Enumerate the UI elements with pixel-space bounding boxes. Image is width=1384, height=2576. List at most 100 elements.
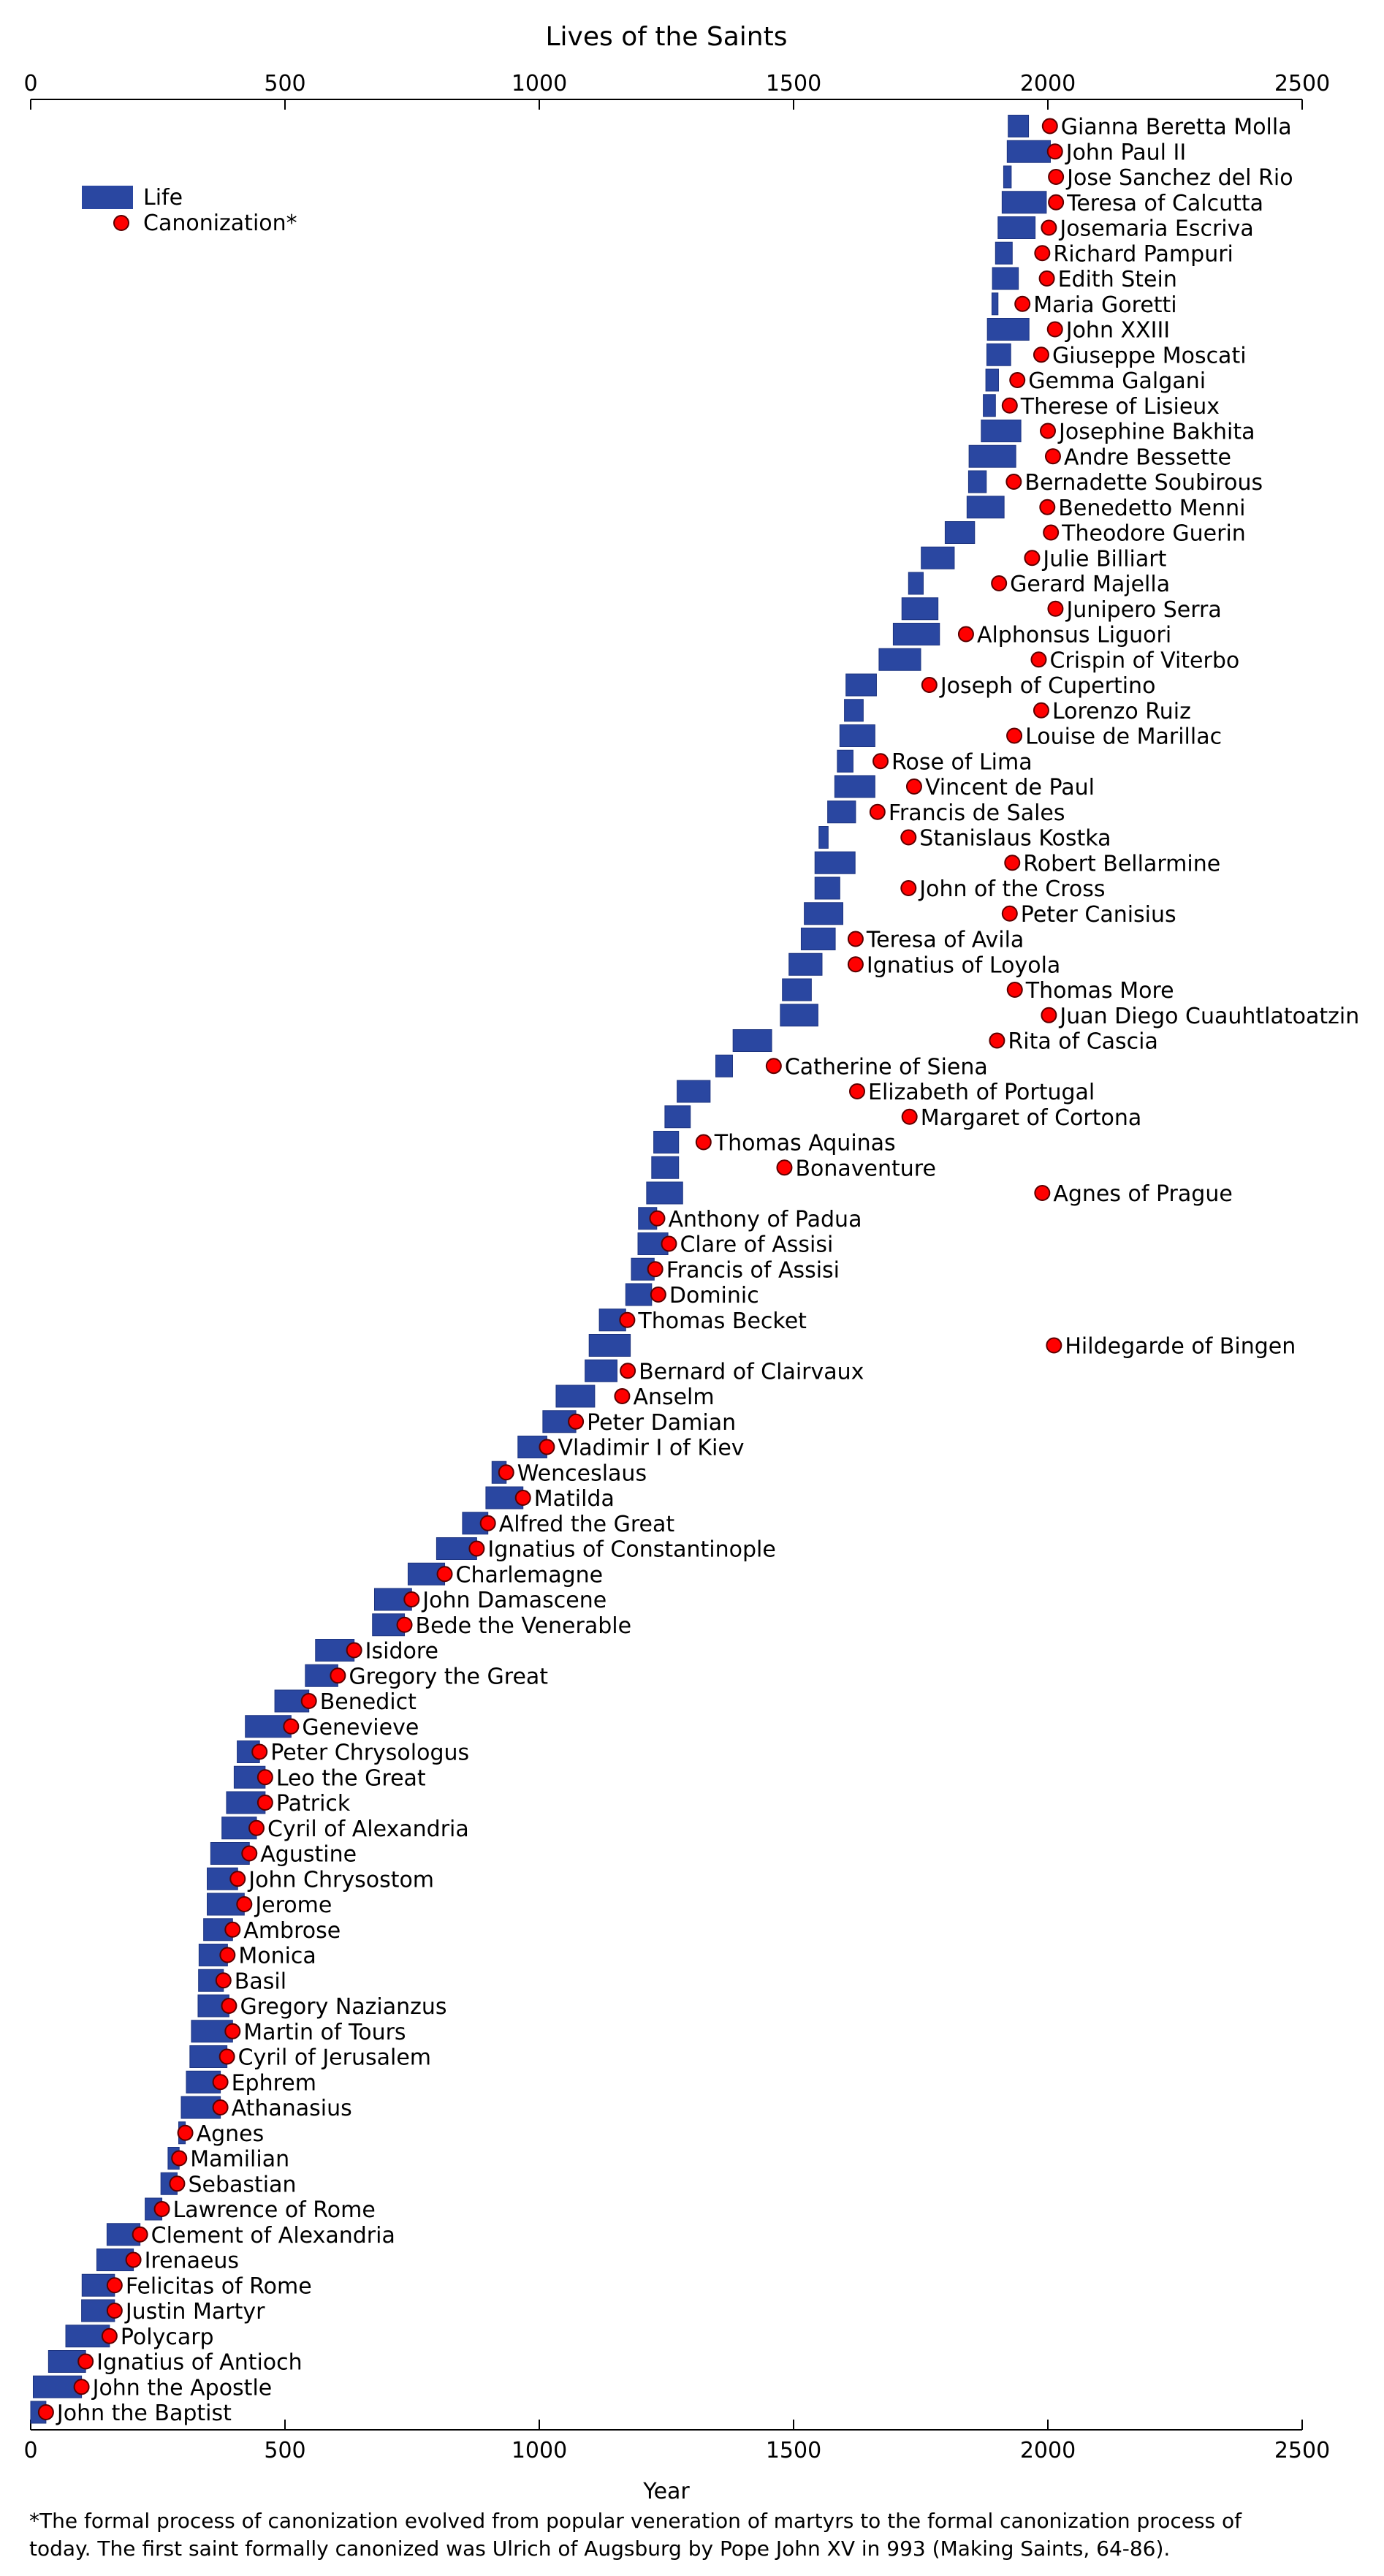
canonization-marker <box>989 1032 1005 1049</box>
saint-label: Bede the Venerable <box>416 1613 632 1639</box>
canonization-marker <box>346 1642 362 1659</box>
saint-label: Charlemagne <box>456 1562 604 1588</box>
saint-label: Felicitas of Rome <box>126 2273 312 2299</box>
life-bar <box>827 800 856 824</box>
canonization-marker <box>468 1540 485 1557</box>
legend-canonization-marker <box>113 215 129 231</box>
canonization-marker <box>403 1591 420 1607</box>
bottom-tick-label: 1000 <box>512 2438 567 2463</box>
canonization-marker <box>1039 499 1056 515</box>
canonization-marker <box>283 1718 300 1735</box>
top-tick-label: 2000 <box>1020 71 1076 96</box>
canonization-marker <box>647 1261 664 1278</box>
canonization-marker <box>869 803 886 820</box>
life-bar <box>638 1207 658 1230</box>
saint-label: Thomas Becket <box>637 1308 807 1334</box>
legend-life-swatch <box>82 186 133 209</box>
saint-label: Thomas Aquinas <box>714 1131 896 1156</box>
life-bar <box>197 1994 229 2018</box>
canonization-marker <box>872 753 889 770</box>
canonization-marker <box>1006 982 1023 998</box>
saint-label: Gerard Majella <box>1010 572 1170 597</box>
canonization-marker <box>1033 346 1049 363</box>
life-bars <box>30 115 1051 2424</box>
legend-life-label: Life <box>143 185 183 211</box>
life-bar <box>677 1080 711 1103</box>
life-bar <box>653 1131 680 1153</box>
canonization-marker <box>1001 905 1018 922</box>
life-bar <box>981 420 1022 442</box>
life-bar <box>804 902 844 925</box>
saint-label: Lawrence of Rome <box>173 2197 376 2223</box>
canonization-marker <box>1046 321 1063 338</box>
saint-label: Edith Stein <box>1058 267 1177 292</box>
saint-label: Thomas More <box>1025 978 1174 1004</box>
canonization-marker <box>1034 1185 1051 1201</box>
canonization-marker <box>218 2048 235 2065</box>
canonization-marker <box>479 1515 496 1531</box>
saint-label: Clare of Assisi <box>680 1232 833 1258</box>
legend-canonization-label: Canonization* <box>143 211 297 236</box>
canonization-marker <box>900 880 917 896</box>
canonization-marker <box>132 2226 148 2243</box>
life-bar <box>968 444 1016 468</box>
life-bar <box>844 699 864 722</box>
saint-label: Cyril of Alexandria <box>267 1817 469 1842</box>
canonization-marker <box>1004 855 1021 871</box>
life-bar <box>1008 115 1030 137</box>
canonization-marker <box>1009 372 1026 388</box>
canonization-marker <box>901 1108 918 1125</box>
saint-label: Sebastian <box>188 2172 296 2197</box>
saint-label: Junipero Serra <box>1065 597 1221 623</box>
saint-label: Josemaria Escriva <box>1058 216 1253 242</box>
top-tick-label: 500 <box>264 71 305 96</box>
saint-label: Patrick <box>276 1791 351 1817</box>
saint-label: Robert Bellarmine <box>1023 851 1220 876</box>
saint-label: Alfred the Great <box>499 1512 675 1537</box>
life-bar <box>818 826 829 849</box>
saint-label: Genevieve <box>302 1715 419 1740</box>
life-bar <box>839 724 875 747</box>
life-bar <box>814 876 840 900</box>
canonization-marker <box>229 1871 246 1887</box>
canonization-marker <box>498 1464 514 1481</box>
canonization-marker <box>241 1845 258 1862</box>
canonization-marker <box>256 1795 273 1811</box>
canonization-marker <box>661 1235 677 1252</box>
saint-label: Ignatius of Loyola <box>867 952 1060 978</box>
canonization-marker <box>153 2201 170 2217</box>
saint-label: Catherine of Siena <box>785 1054 988 1080</box>
canonization-marker <box>847 931 864 947</box>
saint-label: Therese of Lisieux <box>1020 394 1220 420</box>
life-bar <box>985 368 999 392</box>
canonization-marker <box>1048 169 1065 185</box>
life-bar <box>588 1334 631 1357</box>
saint-label: Teresa of Calcutta <box>1066 191 1263 216</box>
saint-label: John Chrysostom <box>247 1867 434 1893</box>
bottom-tick-label: 0 <box>23 2438 37 2463</box>
canonization-marker <box>177 2124 194 2141</box>
canonization-marker <box>991 575 1008 591</box>
canonization-marker <box>236 1896 253 1912</box>
canonization-marker <box>1043 524 1060 541</box>
life-bar <box>967 470 987 493</box>
saint-label: Athanasius <box>232 2096 352 2121</box>
saint-label: Vincent de Paul <box>925 775 1095 800</box>
canonization-marker <box>765 1058 782 1075</box>
canonization-marker <box>1005 474 1022 490</box>
canonization-marker <box>514 1490 531 1506</box>
saint-label: Isidore <box>365 1639 438 1664</box>
canonization-marker <box>614 1388 631 1404</box>
canonization-marker <box>650 1287 666 1303</box>
canonization-marker <box>224 2023 241 2039</box>
life-bar <box>908 572 924 595</box>
canonization-marker <box>37 2404 54 2420</box>
canonization-marker <box>1044 448 1061 465</box>
saint-label: Jerome <box>254 1893 332 1918</box>
canonization-marker <box>1006 727 1023 744</box>
life-bar <box>892 623 940 645</box>
canonization-marker <box>1047 600 1064 617</box>
saint-label: Basil <box>235 1969 286 1994</box>
footnote: *The formal process of canonization evol… <box>29 2509 1242 2561</box>
saint-label: John Paul II <box>1065 140 1186 165</box>
